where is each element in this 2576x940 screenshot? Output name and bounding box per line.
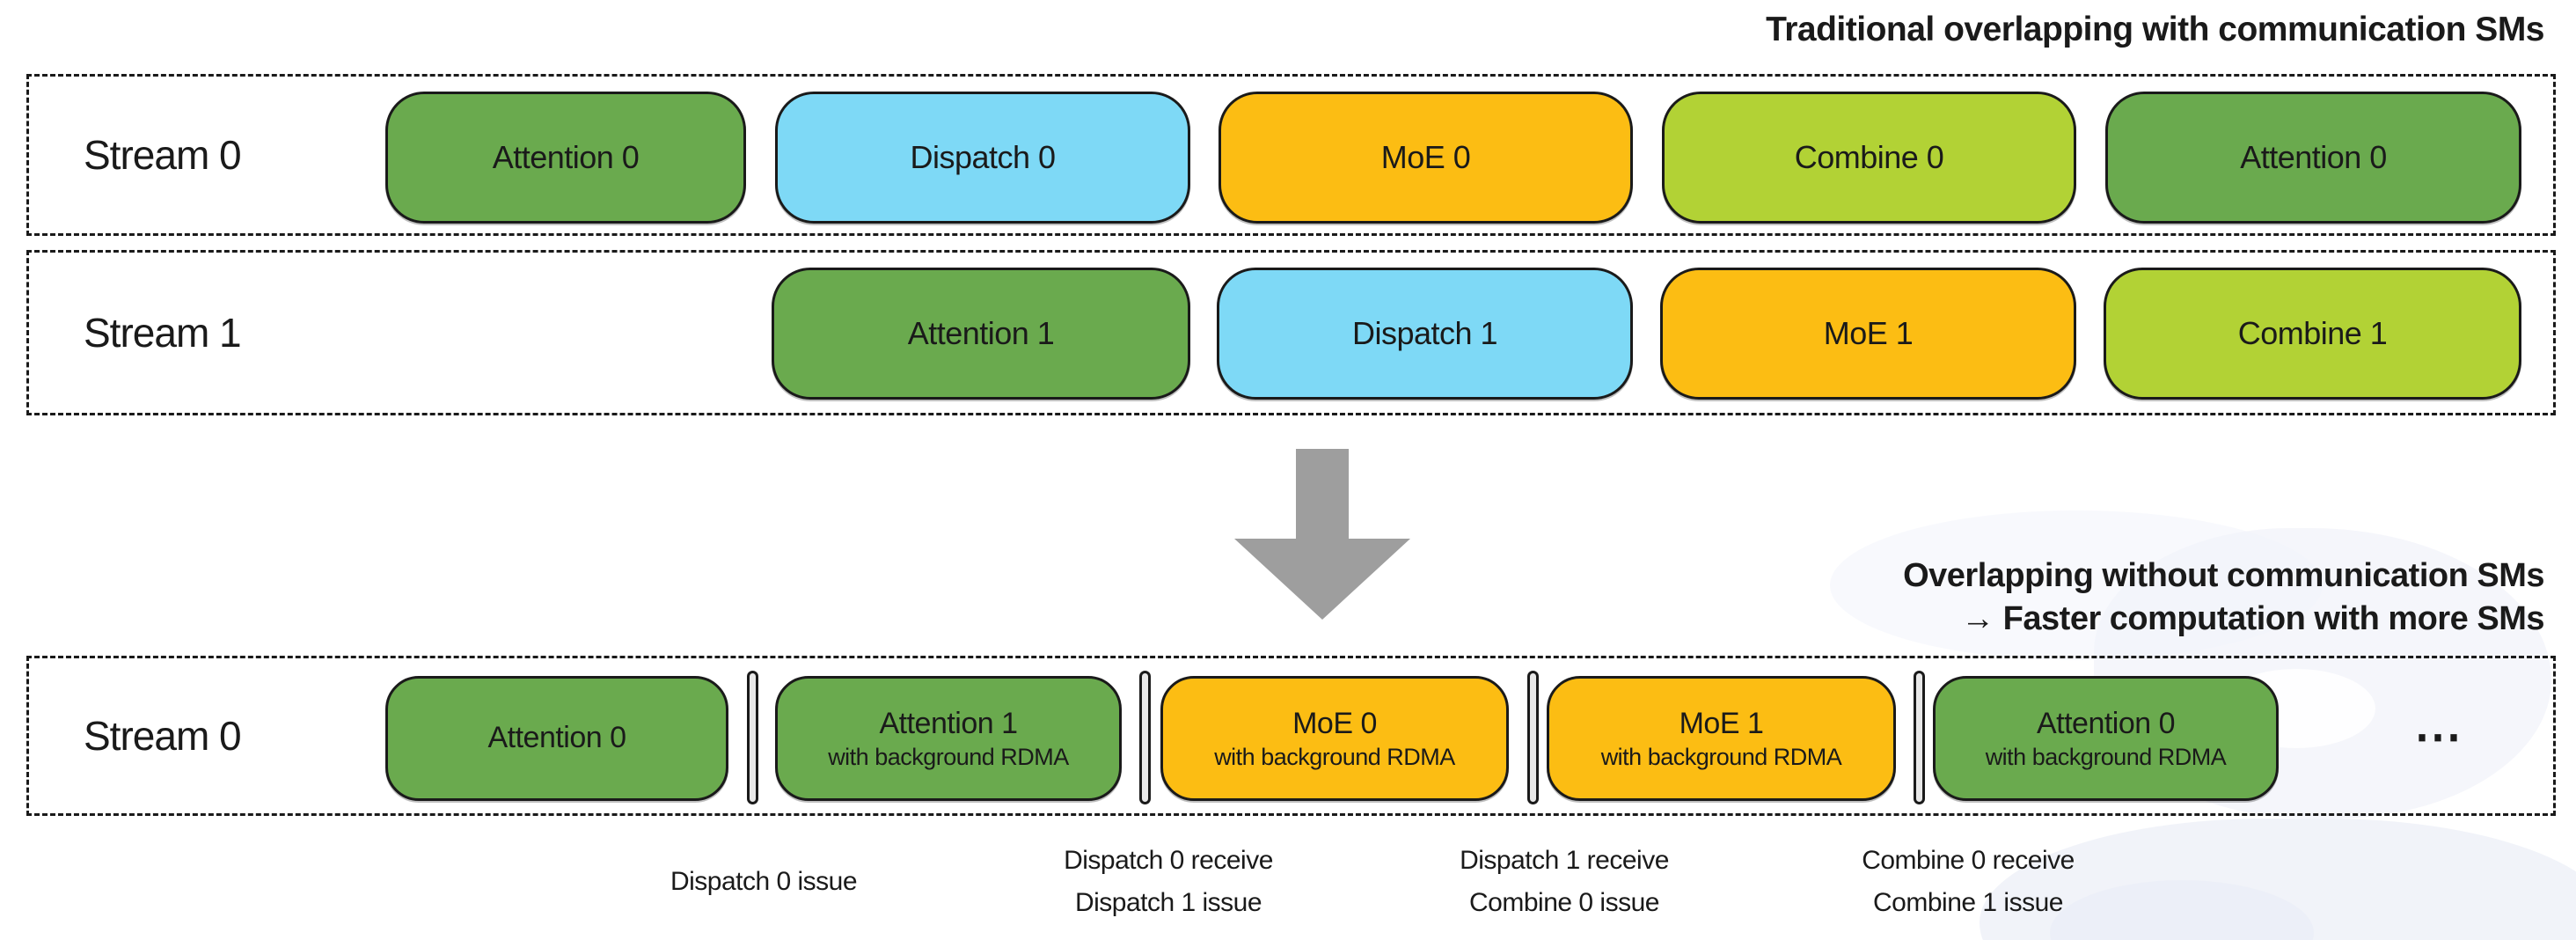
block-sublabel: with background RDMA [1214,743,1455,770]
block-attention-0: Attention 0 [385,676,728,801]
stream-label: Stream 1 [84,310,242,356]
stream-label: Stream 0 [84,713,242,759]
block-label: Dispatch 1 [1351,315,1498,352]
block-label: MoE 1 [1679,706,1764,740]
annotation-dispatch-0-receive: Dispatch 0 receive Dispatch 1 issue [984,836,1353,928]
block-label: MoE 0 [1292,706,1377,740]
block-label: Dispatch 0 [910,139,1056,176]
annotation-dispatch-1-receive: Dispatch 1 receive Combine 0 issue [1379,836,1749,928]
stream-gap-separator [1139,671,1151,804]
stream-0-box-overlapped: Stream 0 Attention 0 Attention 1 with ba… [26,656,2556,816]
block-label: Attention 0 [487,721,626,755]
block-attention-0-repeat: Attention 0 [2105,92,2521,224]
block-label: Attention 1 [879,706,1018,740]
annotation-line: Dispatch 1 receive [1460,846,1669,875]
block-label: Combine 0 [1794,139,1944,176]
down-arrow-shaft [1296,449,1349,540]
continuation-ellipsis: ⋯ [2414,709,2465,763]
block-label: Attention 0 [2240,139,2387,176]
annotation-line: Combine 1 issue [1873,888,2063,917]
block-dispatch-1: Dispatch 1 [1217,268,1633,400]
block-label: Attention 0 [492,139,640,176]
block-moe-1-rdma: MoE 1 with background RDMA [1547,676,1896,801]
annotation-combine-0-receive: Combine 0 receive Combine 1 issue [1783,836,2153,928]
block-dispatch-0: Dispatch 0 [775,92,1190,224]
block-label: Attention 0 [2036,706,2176,740]
top-panel-title: Traditional overlapping with communicati… [1766,11,2544,48]
annotation-line: Dispatch 0 issue [670,867,858,896]
bottom-title-line1: Overlapping without communication SMs [1903,557,2544,594]
block-sublabel: with background RDMA [1600,743,1842,770]
bottom-panel-title: Overlapping without communication SMs → … [1903,554,2544,641]
block-sublabel: with background RDMA [1985,743,2227,770]
block-moe-0: MoE 0 [1218,92,1633,224]
block-moe-0-rdma: MoE 0 with background RDMA [1160,676,1509,801]
block-attention-1: Attention 1 [772,268,1190,400]
down-arrow-head [1234,539,1410,620]
annotation-line: Dispatch 1 issue [1074,888,1262,917]
block-attention-0-rdma: Attention 0 with background RDMA [1933,676,2279,801]
annotation-dispatch-0-issue: Dispatch 0 issue [579,836,948,928]
stream-0-box-traditional: Stream 0 Attention 0 Dispatch 0 MoE 0 Co… [26,74,2556,236]
block-label: MoE 1 [1823,315,1914,352]
block-attention-0: Attention 0 [385,92,746,224]
annotation-line: Combine 0 issue [1469,888,1659,917]
stream-1-box-traditional: Stream 1 Attention 1 Dispatch 1 MoE 1 Co… [26,250,2556,415]
block-attention-1-rdma: Attention 1 with background RDMA [775,676,1122,801]
stream-gap-separator [1914,671,1925,804]
block-label: Combine 1 [2237,315,2388,352]
block-combine-1: Combine 1 [2104,268,2521,400]
stream-gap-separator [747,671,758,804]
block-label: Attention 1 [907,315,1055,352]
block-moe-1: MoE 1 [1660,268,2076,400]
stream-gap-separator [1527,671,1539,804]
annotation-line: Combine 0 receive [1862,846,2075,875]
bottom-title-line2: → Faster computation with more SMs [1961,600,2544,637]
annotation-line: Dispatch 0 receive [1064,846,1273,875]
block-combine-0: Combine 0 [1662,92,2076,224]
block-sublabel: with background RDMA [828,743,1069,770]
stream-label: Stream 0 [84,132,242,178]
block-label: MoE 0 [1380,139,1471,176]
